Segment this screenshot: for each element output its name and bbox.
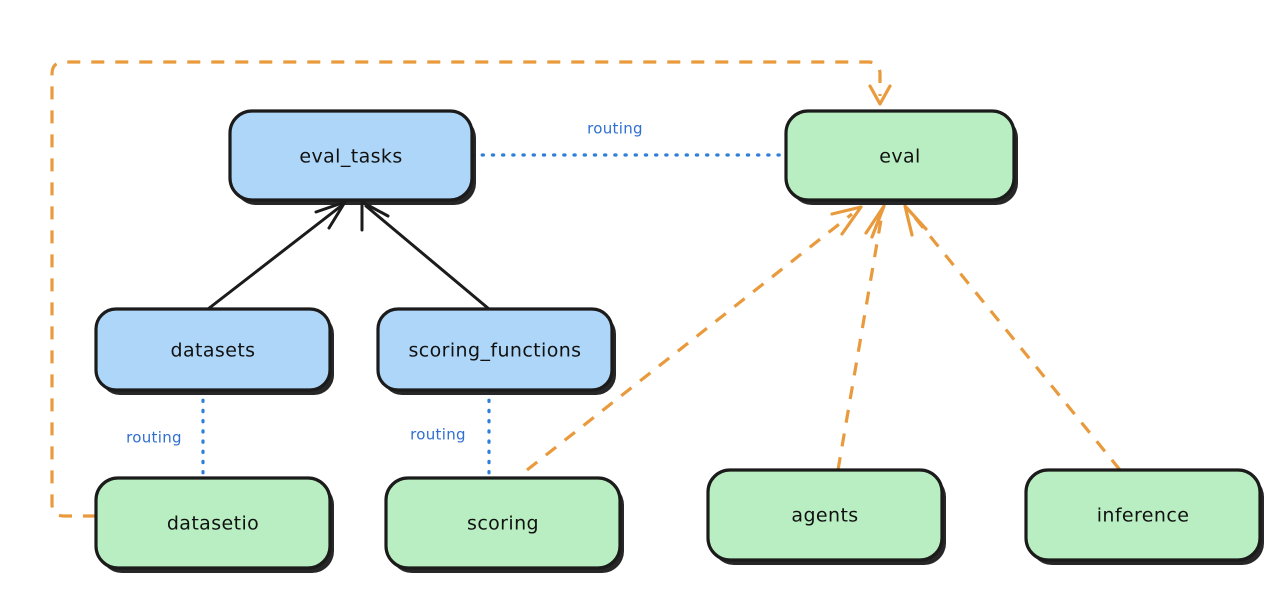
node-agents-label: agents	[791, 505, 858, 527]
edge-scoring-functions-eval-tasks[interactable]	[360, 200, 491, 311]
node-inference-label: inference	[1097, 505, 1190, 527]
node-datasets-box[interactable]	[94, 307, 332, 392]
edge-inference-eval[interactable]	[903, 204, 1122, 472]
node-agents[interactable]: agents	[706, 468, 946, 565]
edge-label-layer: routing routing routing	[126, 120, 643, 447]
node-scoring-box[interactable]	[384, 476, 622, 570]
edge-agents-eval[interactable]	[836, 204, 886, 471]
node-eval[interactable]: eval	[784, 109, 1018, 205]
node-datasets[interactable]: datasets	[94, 307, 334, 395]
node-datasetio[interactable]: datasetio	[94, 476, 334, 573]
node-datasets-label: datasets	[171, 340, 256, 362]
node-scoring[interactable]: scoring	[384, 476, 624, 573]
node-inference-box[interactable]	[1024, 468, 1262, 562]
edge-datasetio-eval[interactable]	[50, 60, 892, 518]
node-eval-tasks-box[interactable]	[228, 109, 474, 202]
node-eval-tasks[interactable]: eval_tasks	[228, 109, 476, 205]
edge-datasets-eval-tasks[interactable]	[206, 200, 347, 311]
node-datasetio-box[interactable]	[94, 476, 332, 570]
node-inference[interactable]: inference	[1024, 468, 1264, 565]
node-scoring-label: scoring	[467, 513, 539, 535]
edge-label-routing-datasets: routing	[126, 429, 182, 447]
node-datasetio-label: datasetio	[167, 513, 259, 535]
edge-scoring-eval[interactable]	[526, 205, 863, 472]
node-eval-label: eval	[879, 146, 920, 168]
node-eval-box[interactable]	[784, 109, 1016, 202]
edge-layer	[50, 60, 1122, 518]
node-eval-tasks-label: eval_tasks	[299, 146, 402, 168]
edge-label-routing-scoring-functions: routing	[410, 426, 466, 444]
node-agents-box[interactable]	[706, 468, 944, 562]
node-scoring-functions-label: scoring_functions	[409, 340, 582, 362]
edge-label-routing-top: routing	[587, 120, 643, 138]
node-scoring-functions[interactable]: scoring_functions	[376, 307, 616, 395]
node-scoring-functions-box[interactable]	[376, 307, 614, 392]
